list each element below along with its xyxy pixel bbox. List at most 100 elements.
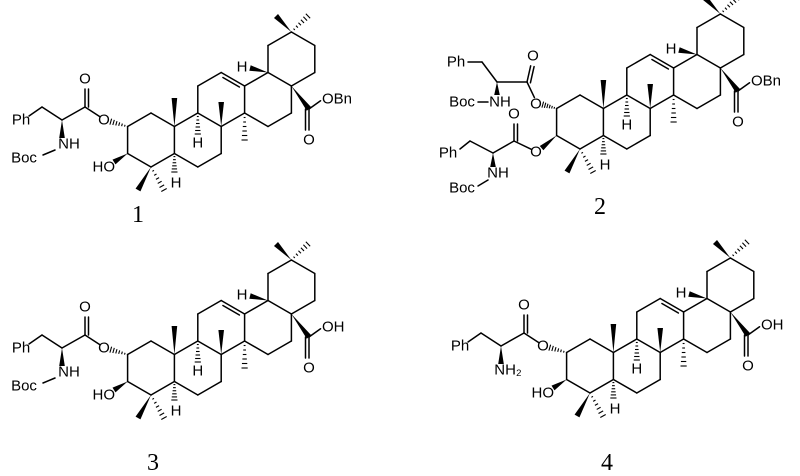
ester-bond-b bbox=[513, 140, 533, 151]
c5-h-hash bbox=[171, 384, 178, 401]
ester-carbonyl-double-bond bbox=[526, 65, 532, 83]
c12-c13-double-bond bbox=[661, 302, 680, 314]
phenyl-bond bbox=[467, 332, 482, 343]
c20-methyl-wedge bbox=[703, 0, 721, 14]
c4-methyl-wedge bbox=[564, 149, 580, 174]
c2-o-hash bbox=[109, 118, 126, 127]
c14-methyl-hash bbox=[241, 116, 248, 141]
c12-c13-double-bond bbox=[222, 76, 241, 88]
acid-o-bond bbox=[308, 99, 322, 110]
bond bbox=[150, 380, 176, 396]
c8-methyl-wedge bbox=[647, 84, 653, 109]
c5-hydrogen-label: H bbox=[610, 401, 621, 418]
c10-methyl-wedge bbox=[610, 324, 617, 353]
bond bbox=[197, 112, 222, 128]
bond bbox=[602, 94, 628, 110]
ester-bond bbox=[526, 81, 536, 99]
bond bbox=[696, 13, 722, 29]
bond bbox=[173, 112, 199, 128]
bond bbox=[719, 13, 745, 29]
c20-methyl-hash bbox=[732, 239, 750, 257]
c8-methyl-wedge bbox=[657, 328, 663, 353]
bond bbox=[197, 340, 222, 356]
ester-oxygen-label: O bbox=[530, 96, 542, 113]
bond bbox=[126, 340, 152, 356]
bond bbox=[636, 378, 661, 394]
phenyl-label: Ph bbox=[12, 112, 30, 129]
c2-o-hash bbox=[109, 346, 126, 355]
c4-methyl-hash bbox=[152, 397, 167, 421]
bond bbox=[659, 338, 685, 354]
bond bbox=[126, 112, 152, 128]
c12-c13-double-bond bbox=[649, 53, 675, 69]
boc-label: Boc bbox=[449, 94, 475, 111]
bond bbox=[290, 259, 316, 275]
ester-oxygen-label: O bbox=[98, 340, 110, 357]
acid-carbonyl-oxygen-label: O bbox=[742, 358, 754, 375]
hydroxyl-label: HO bbox=[532, 385, 555, 402]
bond bbox=[267, 340, 293, 356]
bond bbox=[612, 378, 638, 394]
amine-label: NH bbox=[58, 136, 80, 153]
bond bbox=[150, 112, 176, 128]
ester-carbonyl-double-bond bbox=[529, 65, 535, 84]
bond bbox=[197, 152, 222, 168]
boc-bond-b bbox=[477, 179, 489, 187]
hydroxyl-label: HO bbox=[93, 387, 116, 404]
bond bbox=[243, 340, 269, 356]
benzyl-bond bbox=[41, 106, 63, 121]
acyl-bond-b bbox=[492, 140, 515, 154]
bond bbox=[706, 257, 732, 273]
benzyl-bond-b bbox=[469, 140, 494, 154]
alpha-amine-wedge bbox=[59, 120, 65, 138]
bond bbox=[706, 338, 732, 354]
acid-carbonyl-oxygen-label: O bbox=[303, 132, 315, 149]
boc-label-b: Boc bbox=[449, 180, 475, 197]
c12-c13-double-bond bbox=[651, 58, 670, 70]
c9-h-hash bbox=[633, 341, 640, 361]
acid-carbonyl-oxygen-label: O bbox=[732, 114, 744, 131]
c20-methyl-hash bbox=[293, 241, 311, 259]
bond bbox=[565, 338, 591, 354]
c10-methyl-wedge bbox=[171, 98, 178, 127]
bond bbox=[267, 299, 293, 315]
acid-substituent-label: OBn bbox=[322, 91, 352, 108]
bond bbox=[626, 53, 651, 69]
ester-oxygen-label: O bbox=[98, 112, 110, 129]
acyl-bond bbox=[61, 334, 86, 349]
c17-carbonyl-wedge bbox=[730, 312, 751, 337]
c20-methyl-hash bbox=[293, 13, 311, 31]
bond bbox=[173, 380, 199, 396]
bond bbox=[729, 297, 755, 313]
c18-h-wedge bbox=[249, 293, 268, 301]
carbonyl-oxygen-label: O bbox=[79, 299, 91, 316]
amine-label: NH₂ bbox=[494, 362, 522, 379]
bond bbox=[220, 112, 246, 128]
bond bbox=[696, 53, 722, 69]
c4-methyl-hash bbox=[591, 395, 606, 419]
c9-h-hash bbox=[194, 343, 201, 363]
c12-c13-double-bond bbox=[220, 299, 246, 315]
bond bbox=[197, 380, 222, 396]
phenyl-label: Ph bbox=[12, 340, 30, 357]
boc-label: Boc bbox=[11, 150, 37, 167]
ester-oxygen-label: O bbox=[537, 338, 549, 355]
phenyl-bond bbox=[28, 106, 43, 117]
phenyl-label: Ph bbox=[447, 54, 465, 71]
benzyl-bond bbox=[41, 334, 63, 349]
bond bbox=[636, 338, 661, 354]
compound-number-label: 4 bbox=[601, 450, 613, 476]
bond bbox=[682, 338, 708, 354]
c4-methyl-hash bbox=[152, 169, 167, 193]
c3-oh-wedge bbox=[551, 379, 567, 391]
c20-methyl-wedge bbox=[712, 240, 731, 258]
carbonyl-oxygen-label: O bbox=[79, 71, 91, 88]
phenyl-label-b: Ph bbox=[439, 145, 457, 162]
c9-hydrogen-label: H bbox=[192, 363, 203, 380]
c5-h-hash bbox=[610, 382, 617, 399]
acid-substituent-label: OBn bbox=[751, 73, 781, 90]
bond bbox=[126, 380, 152, 396]
